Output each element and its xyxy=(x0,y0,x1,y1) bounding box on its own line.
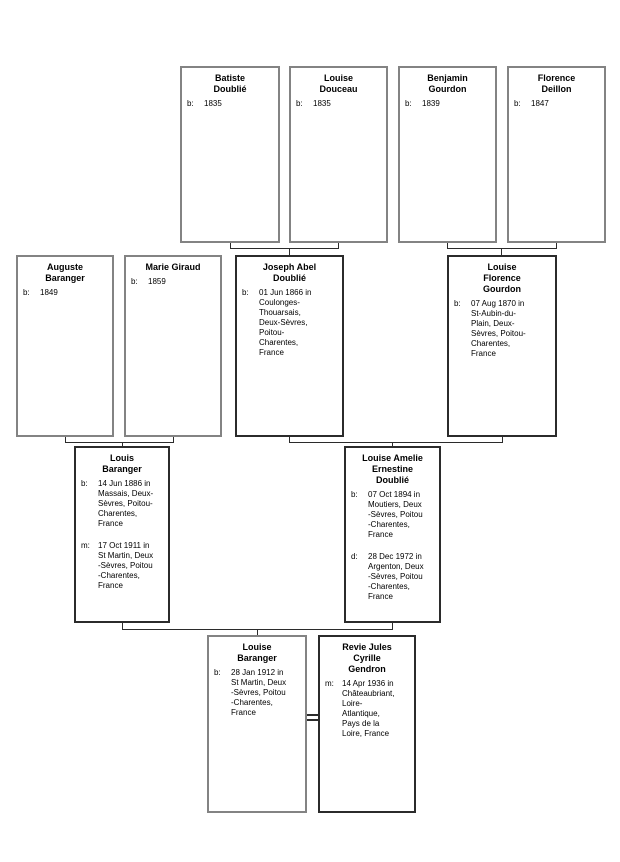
person-name: Batiste Doublié xyxy=(213,73,247,94)
person-box-louise-amelie-ernestine-doublie[interactable]: Louise Amelie Ernestine Doublié b: 07 Oct… xyxy=(344,446,441,623)
connector-stub xyxy=(65,437,66,442)
person-box-louis-baranger[interactable]: Louis Baranger b: 14 Jun 1886 in Massais,… xyxy=(74,446,170,623)
connector-stub xyxy=(447,243,448,248)
person-name: Louise Douceau xyxy=(319,73,358,94)
connector-drop xyxy=(257,629,258,635)
person-box-batiste-doublie[interactable]: Batiste Doublié b: 1835 xyxy=(180,66,280,243)
event-text: 1835 xyxy=(313,99,331,108)
event-label: b: xyxy=(296,99,303,108)
event-text: 14 Apr 1936 in Châteaubriant, Loire- Atl… xyxy=(342,679,395,738)
person-name: Joseph Abel Doublié xyxy=(262,262,317,283)
event-label: b: xyxy=(351,490,358,499)
person-box-revie-jules-cyrille-gendron[interactable]: Revie Jules Cyrille Gendron m: 14 Apr 193… xyxy=(318,635,416,813)
event-text: 07 Oct 1894 in Moutiers, Deux -Sèvres, P… xyxy=(368,490,423,539)
person-box-louise-baranger[interactable]: Louise Baranger b: 28 Jan 1912 in St Mart… xyxy=(207,635,307,813)
event-label: m: xyxy=(81,541,90,550)
connector-stub xyxy=(230,243,231,248)
connector-bracket xyxy=(65,442,174,443)
event-label: b: xyxy=(81,479,88,488)
connector-bracket xyxy=(289,442,503,443)
event-label: d: xyxy=(351,552,358,561)
event-text: 1859 xyxy=(148,277,166,286)
person-name: Florence Deillon xyxy=(537,73,576,94)
event-text: 28 Dec 1972 in Argenton, Deux -Sèvres, P… xyxy=(368,552,424,601)
event-text: 17 Oct 1911 in St Martin, Deux -Sèvres, … xyxy=(98,541,154,590)
event-text: 1849 xyxy=(40,288,58,297)
connector-bracket xyxy=(230,248,339,249)
person-name: Marie Giraud xyxy=(145,262,201,272)
event-label: b: xyxy=(23,288,30,297)
event-label: m: xyxy=(325,679,334,688)
connector-stub xyxy=(502,437,503,442)
connector-bracket xyxy=(447,248,557,249)
event-label: b: xyxy=(187,99,194,108)
person-name: Auguste Baranger xyxy=(45,262,85,283)
connector-stub xyxy=(556,243,557,248)
person-box-marie-giraud[interactable]: Marie Giraud b: 1859 xyxy=(124,255,222,437)
person-name: Louise Amelie Ernestine Doublié xyxy=(362,453,423,485)
connector-drop xyxy=(392,442,393,446)
person-box-florence-deillon[interactable]: Florence Deillon b: 1847 xyxy=(507,66,606,243)
person-box-benjamin-gourdon[interactable]: Benjamin Gourdon b: 1839 xyxy=(398,66,497,243)
person-name: Benjamin Gourdon xyxy=(427,73,468,94)
marriage-connector-line xyxy=(307,719,318,721)
connector-stub xyxy=(173,437,174,442)
connector-drop xyxy=(501,248,502,255)
connector-drop xyxy=(289,248,290,255)
connector-drop xyxy=(122,442,123,446)
person-box-auguste-baranger[interactable]: Auguste Baranger b: 1849 xyxy=(16,255,114,437)
connector-stub xyxy=(289,437,290,442)
person-box-louise-florence-gourdon[interactable]: Louise Florence Gourdon b: 07 Aug 1870 in… xyxy=(447,255,557,437)
event-label: b: xyxy=(242,288,249,297)
event-text: 1847 xyxy=(531,99,549,108)
event-text: 07 Aug 1870 in St-Aubin-du- Plain, Deux-… xyxy=(471,299,526,358)
person-name: Revie Jules Cyrille Gendron xyxy=(342,642,392,674)
event-label: b: xyxy=(214,668,221,677)
connector-stub xyxy=(392,623,393,629)
person-box-louise-douceau[interactable]: Louise Douceau b: 1835 xyxy=(289,66,388,243)
event-text: 01 Jun 1866 in Coulonges- Thouarsais, De… xyxy=(259,288,312,357)
event-text: 14 Jun 1886 in Massais, Deux- Sèvres, Po… xyxy=(98,479,154,528)
connector-stub xyxy=(338,243,339,248)
person-name: Louise Baranger xyxy=(237,642,277,663)
person-name: Louis Baranger xyxy=(102,453,142,474)
event-label: b: xyxy=(131,277,138,286)
event-text: 1839 xyxy=(422,99,440,108)
connector-stub xyxy=(122,623,123,629)
event-label: b: xyxy=(514,99,521,108)
event-label: b: xyxy=(405,99,412,108)
event-text: 28 Jan 1912 in St Martin, Deux -Sèvres, … xyxy=(231,668,287,717)
person-box-joseph-abel-doublie[interactable]: Joseph Abel Doublié b: 01 Jun 1866 in Cou… xyxy=(235,255,344,437)
event-text: 1835 xyxy=(204,99,222,108)
person-name: Louise Florence Gourdon xyxy=(483,262,521,294)
marriage-connector-line xyxy=(307,714,318,716)
event-label: b: xyxy=(454,299,461,308)
